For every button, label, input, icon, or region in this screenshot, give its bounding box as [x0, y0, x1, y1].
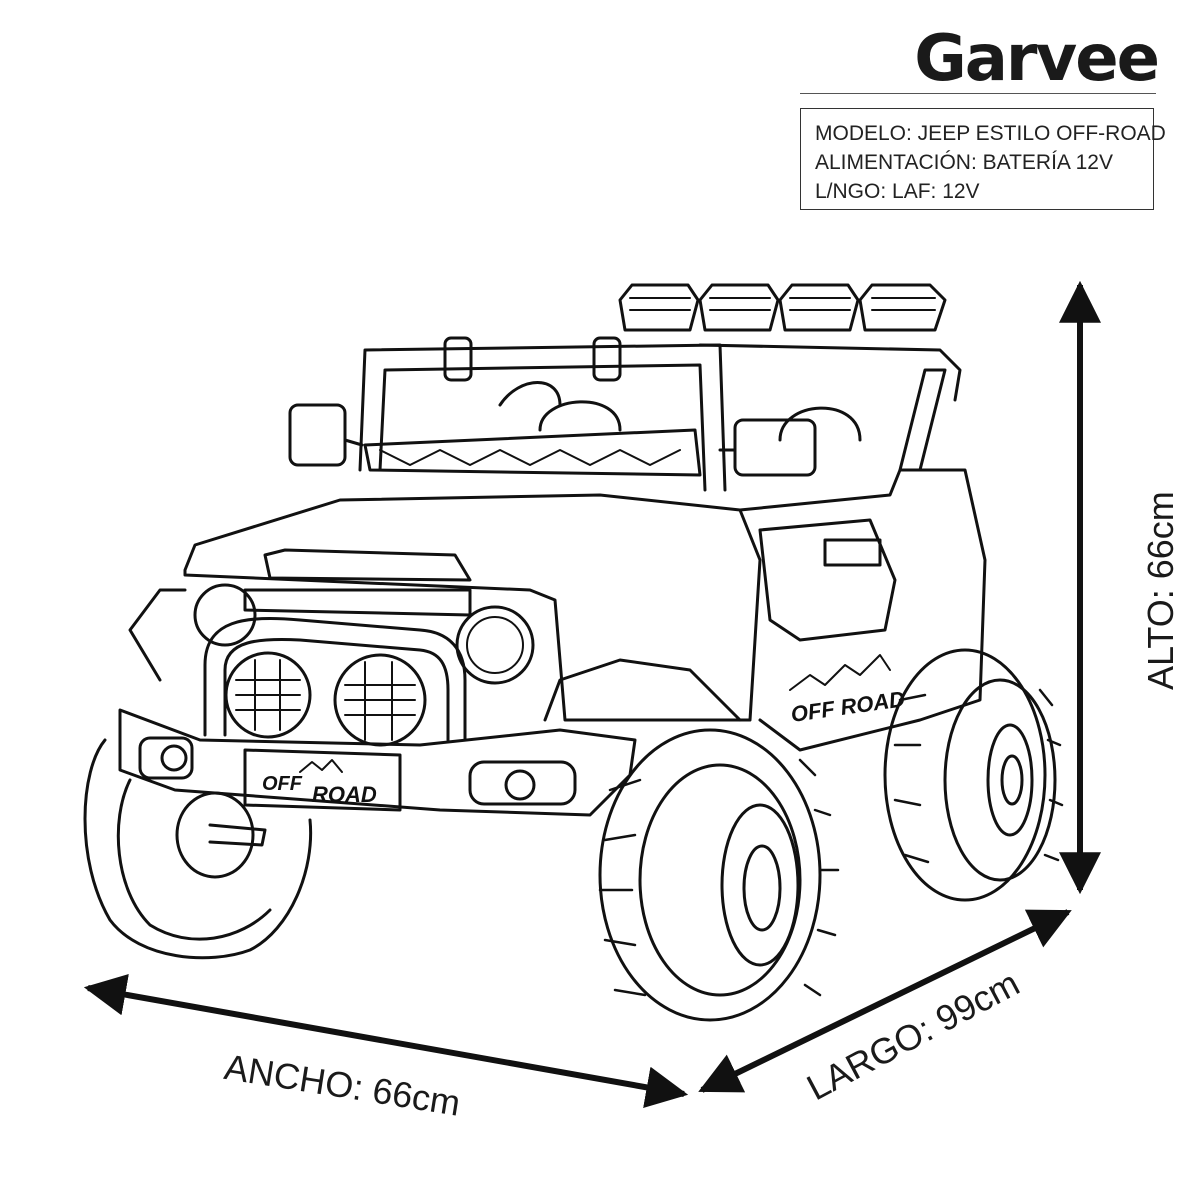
front-plate	[243, 748, 402, 812]
left-wheel	[83, 738, 313, 960]
brand-logo: Garvee	[914, 22, 1160, 96]
front-right-wheel	[598, 728, 822, 1022]
spec-box: MODELO: JEEP ESTILO OFF-ROAD ALIMENTACIÓ…	[800, 108, 1166, 210]
roof-lights	[618, 283, 947, 332]
roll-bar	[358, 343, 727, 492]
spec-third: L/NGO: LAF: 12V	[815, 180, 980, 203]
width-arrow	[83, 973, 689, 1109]
hood	[183, 493, 762, 722]
brand-divider	[800, 93, 1156, 94]
height-label: ALTO: 66cm	[1140, 491, 1181, 690]
side-decal: OFF ROAD	[789, 686, 906, 727]
spec-model: MODELO: JEEP ESTILO OFF-ROAD	[815, 122, 1166, 145]
length-arrow	[698, 909, 1072, 1093]
right-mirror	[733, 418, 817, 477]
fog-light-left	[224, 651, 312, 739]
spec-power: ALIMENTACIÓN: BATERÍA 12V	[815, 151, 1113, 174]
rear-right-wheel	[883, 648, 1047, 902]
left-mirror	[288, 403, 347, 467]
plate-brand: OFF	[262, 773, 303, 795]
plate-model: ROAD	[312, 782, 377, 807]
